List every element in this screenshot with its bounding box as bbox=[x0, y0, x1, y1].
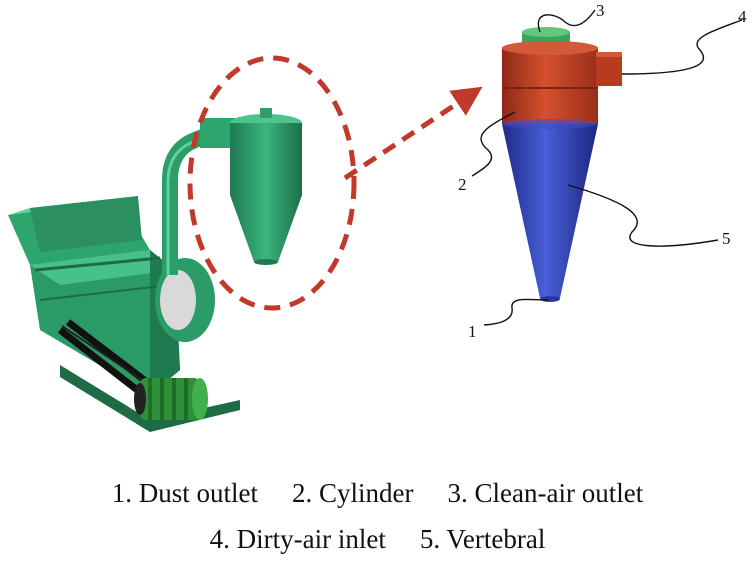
callout-number-5: 5 bbox=[722, 229, 731, 248]
crusher-machine bbox=[8, 108, 302, 432]
dust-outlet bbox=[540, 296, 560, 302]
dirty-air-inlet bbox=[596, 52, 622, 86]
leader-line-5 bbox=[567, 184, 719, 247]
legend-item-dust-outlet: 1. Dust outlet bbox=[111, 478, 259, 508]
small-cyclone bbox=[200, 108, 302, 265]
cyclone-detail: 3 4 2 5 1 bbox=[458, 1, 747, 341]
legend-item-cylinder: 2. Cylinder bbox=[292, 478, 414, 508]
legend-row-1: 1. Dust outlet 2. Cylinder 3. Clean-air ou… bbox=[0, 478, 755, 509]
legend-item-vertebral: 5. Vertebral bbox=[419, 524, 546, 554]
clean-air-outlet bbox=[522, 27, 570, 44]
machine-body bbox=[30, 250, 180, 395]
callout-number-1: 1 bbox=[468, 322, 477, 341]
legend-row-2: 4. Dirty-air inlet 5. Vertebral bbox=[0, 524, 755, 555]
zoom-arrow bbox=[343, 86, 483, 181]
callout-number-2: 2 bbox=[458, 175, 467, 194]
legend-item-clean-air-outlet: 3. Clean-air outlet bbox=[447, 478, 644, 508]
vertebral-cone bbox=[502, 119, 598, 298]
electric-motor bbox=[134, 378, 208, 420]
callout-number-4: 4 bbox=[738, 7, 747, 26]
leader-line-2 bbox=[471, 111, 516, 177]
legend-item-dirty-air-inlet: 4. Dirty-air inlet bbox=[209, 524, 386, 554]
leader-line-1 bbox=[483, 298, 549, 326]
cylinder bbox=[502, 41, 598, 124]
highlight-ellipse bbox=[187, 55, 357, 311]
leader-line-4 bbox=[621, 19, 743, 75]
callout-number-3: 3 bbox=[596, 1, 605, 20]
leader-line-3 bbox=[537, 9, 596, 33]
